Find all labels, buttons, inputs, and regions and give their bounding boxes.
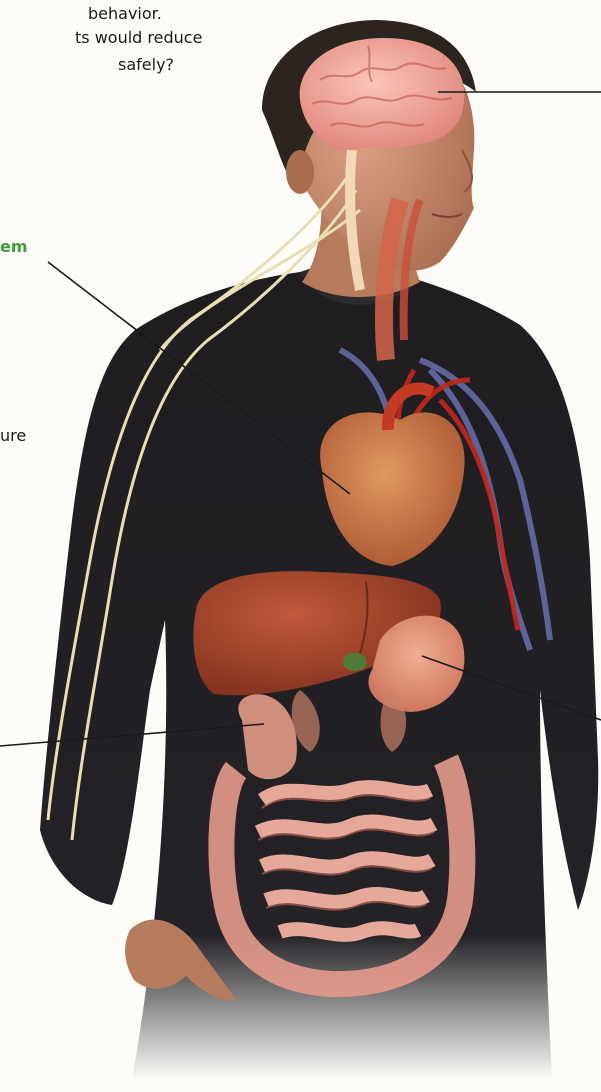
brain xyxy=(300,38,465,150)
gallbladder xyxy=(343,653,367,671)
ure-label: ure xyxy=(0,426,26,446)
system-label: em xyxy=(0,237,28,257)
ear xyxy=(286,150,314,194)
question-line-3: safely? xyxy=(118,55,174,75)
question-line-2: ts would reduce xyxy=(75,28,202,48)
question-line-1: behavior. xyxy=(88,4,162,24)
